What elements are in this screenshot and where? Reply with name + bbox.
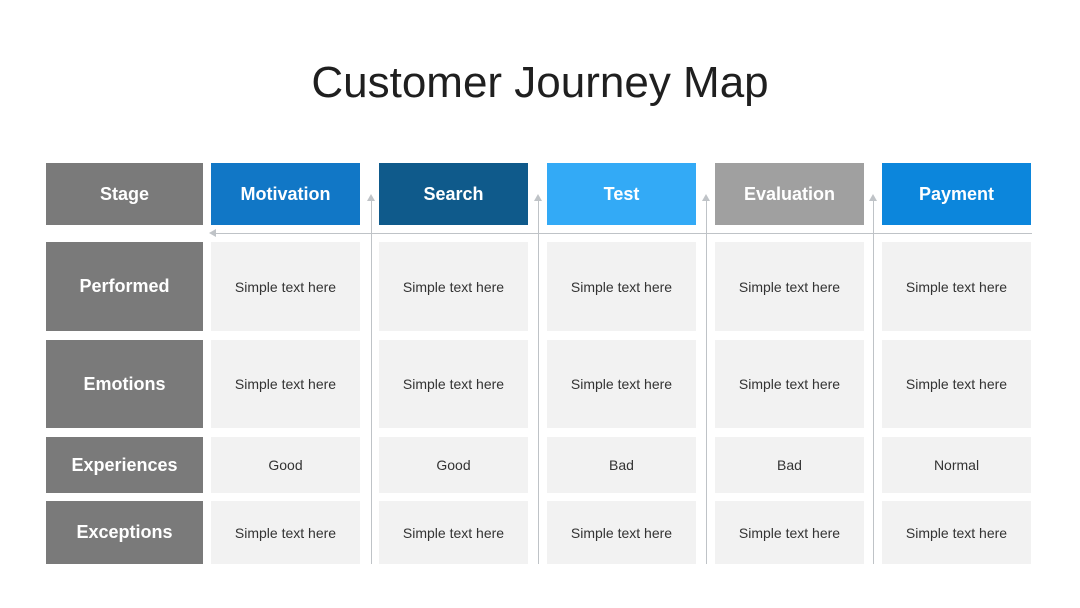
table-cell: Simple text here: [379, 501, 528, 564]
page-title: Customer Journey Map: [311, 58, 769, 107]
arrow-up-icon: [367, 194, 375, 201]
table-cell: Simple text here: [882, 340, 1031, 428]
table-cell: Simple text here: [882, 501, 1031, 564]
stage-search: Search: [379, 163, 528, 225]
arrow-up-icon: [534, 194, 542, 201]
table-cell: Simple text here: [211, 501, 360, 564]
row-header-experiences: Experiences: [46, 437, 203, 493]
stage-test: Test: [547, 163, 696, 225]
arrow-left-icon: [209, 229, 216, 237]
table-cell: Simple text here: [211, 340, 360, 428]
table-cell: Bad: [715, 437, 864, 493]
stage-payment: Payment: [882, 163, 1031, 225]
stage-header: Stage: [46, 163, 203, 225]
table-cell: Good: [211, 437, 360, 493]
table-cell: Simple text here: [211, 242, 360, 331]
table-cell: Simple text here: [379, 242, 528, 331]
table-cell: Simple text here: [379, 340, 528, 428]
stage-evaluation: Evaluation: [715, 163, 864, 225]
table-cell: Simple text here: [882, 242, 1031, 331]
connector-line: [706, 200, 707, 564]
table-cell: Simple text here: [715, 501, 864, 564]
table-cell: Simple text here: [715, 242, 864, 331]
table-cell: Simple text here: [715, 340, 864, 428]
connector-line: [873, 200, 874, 564]
connector-line: [538, 200, 539, 564]
arrow-up-icon: [869, 194, 877, 201]
table-cell: Good: [379, 437, 528, 493]
row-header-performed: Performed: [46, 242, 203, 331]
arrow-up-icon: [702, 194, 710, 201]
table-cell: Simple text here: [547, 501, 696, 564]
table-cell: Simple text here: [547, 340, 696, 428]
row-header-emotions: Emotions: [46, 340, 203, 428]
table-cell: Simple text here: [547, 242, 696, 331]
table-cell: Normal: [882, 437, 1031, 493]
connector-line: [214, 233, 1032, 234]
table-cell: Bad: [547, 437, 696, 493]
row-header-exceptions: Exceptions: [46, 501, 203, 564]
connector-line: [371, 200, 372, 564]
stage-motivation: Motivation: [211, 163, 360, 225]
